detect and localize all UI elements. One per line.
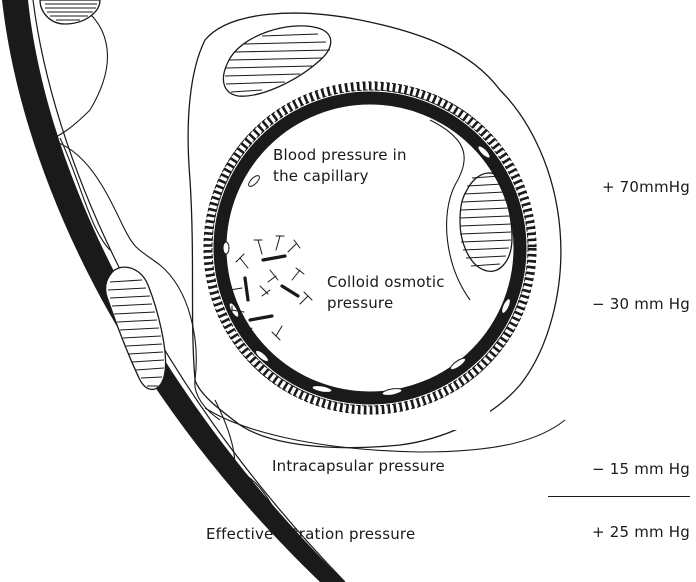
blood-pressure-label: Blood pressure in xyxy=(273,145,407,165)
blood-pressure-label-line2: the capillary xyxy=(273,166,369,186)
intracapsular-value: − 15 mm Hg xyxy=(592,459,690,479)
colloid-osmotic-label-line2: pressure xyxy=(327,293,393,313)
effective-filtration-label: Effective filtration pressure xyxy=(206,524,415,544)
effective-filtration-value: + 25 mm Hg xyxy=(592,522,690,542)
colloid-osmotic-label: Colloid osmotic xyxy=(327,272,445,292)
capsule-band xyxy=(2,0,345,582)
colloid-osmotic-value: − 30 mm Hg xyxy=(592,294,690,314)
nucleus-top xyxy=(223,26,330,96)
nucleus-left xyxy=(106,267,166,389)
sum-divider-line xyxy=(548,496,690,497)
blood-pressure-value: + 70mmHg xyxy=(602,177,690,197)
intracapsular-label: Intracapsular pressure xyxy=(272,456,445,476)
parietal-membrane xyxy=(33,0,345,582)
nucleus-top-left xyxy=(40,0,100,24)
